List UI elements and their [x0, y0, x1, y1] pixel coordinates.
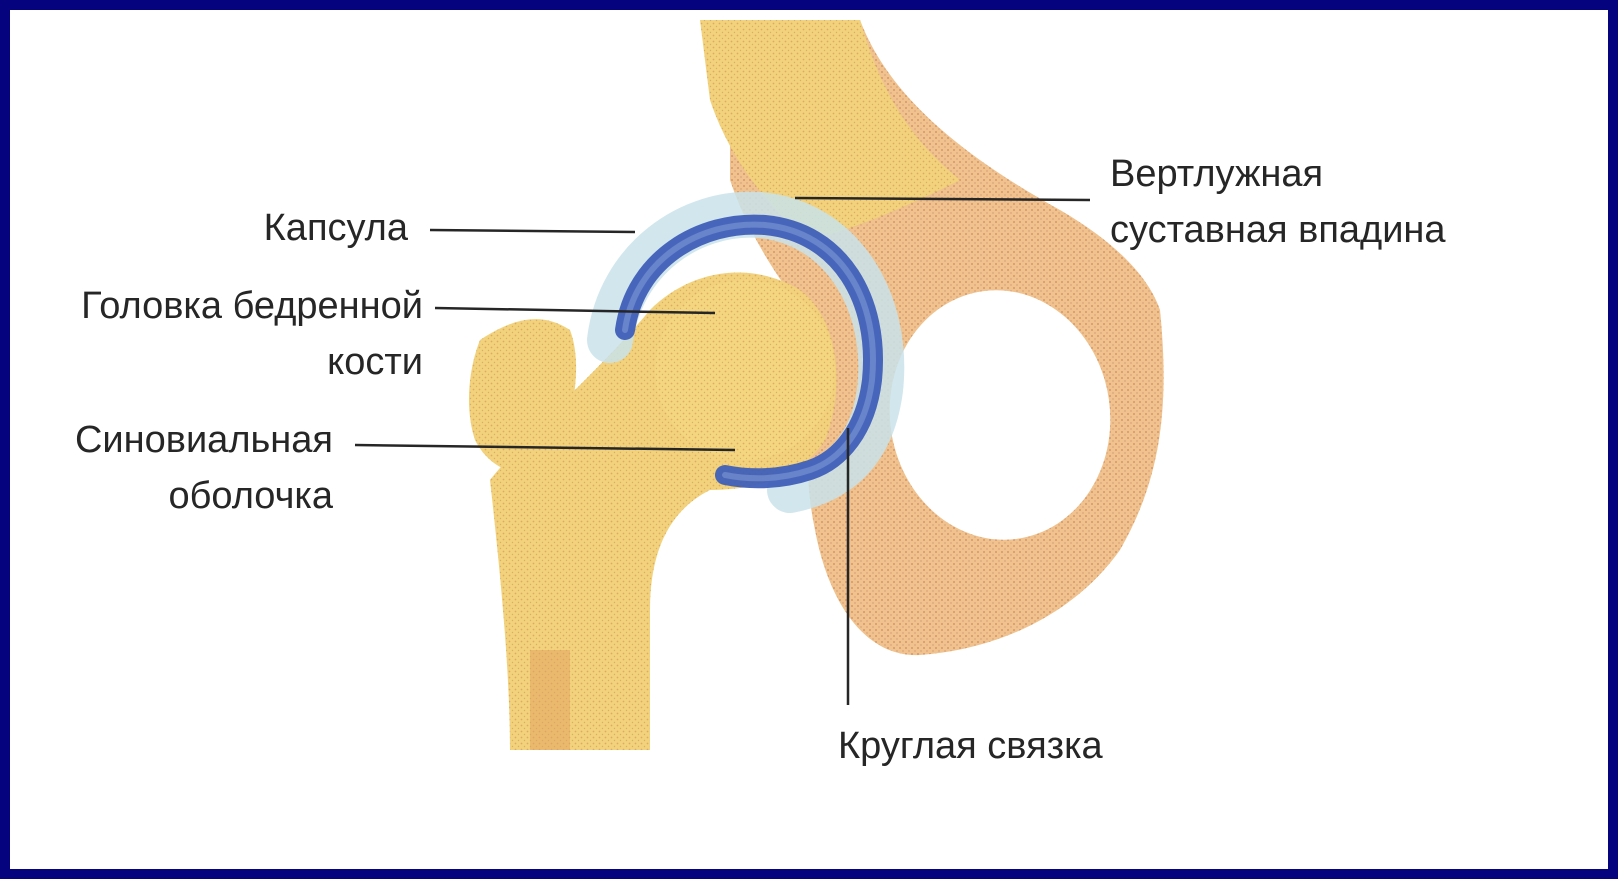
label-femoral-head: Головка бедренной кости	[81, 278, 423, 390]
label-round-ligament: Круглая связка	[838, 718, 1103, 774]
leader-capsule	[430, 230, 635, 232]
label-synovial: Синовиальная оболочка	[75, 412, 333, 524]
label-acetabulum: Вертлужная суставная впадина	[1110, 146, 1446, 258]
label-capsule: Капсула	[264, 200, 408, 256]
